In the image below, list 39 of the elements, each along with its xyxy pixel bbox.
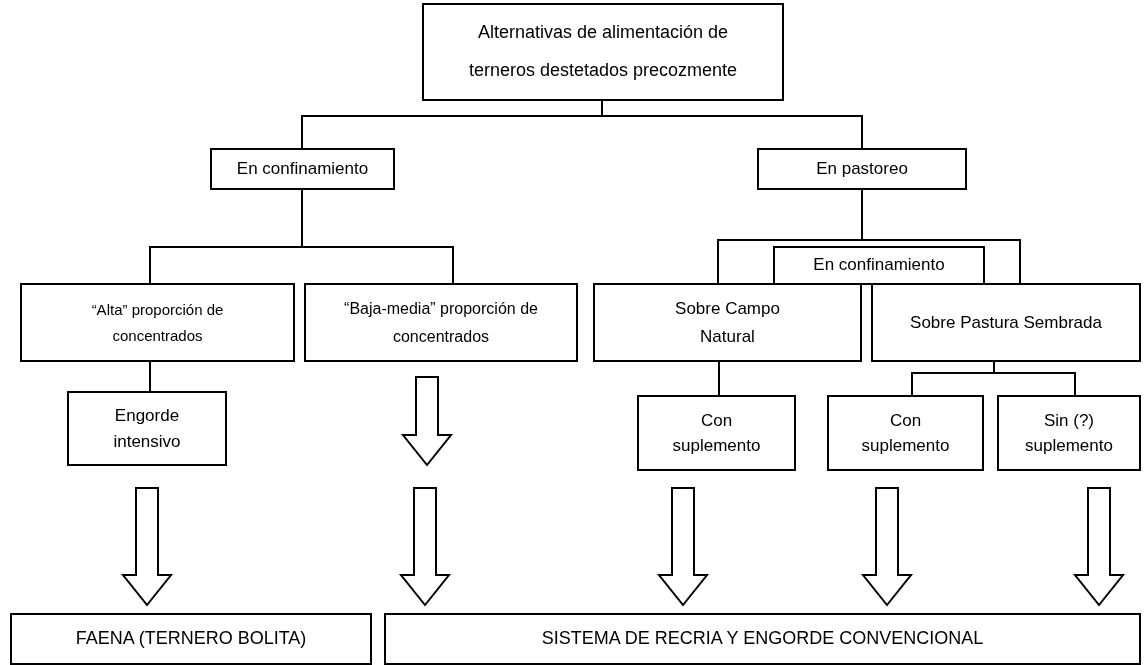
connector-line xyxy=(301,189,454,284)
text-box xyxy=(593,283,862,362)
text-box xyxy=(997,395,1141,471)
node-label: FAENA (TERNERO BOLITA) xyxy=(74,627,308,651)
node-label: En confinamiento xyxy=(235,157,370,180)
text-box xyxy=(384,613,1141,665)
text-box xyxy=(304,283,578,362)
node-label: En pastoreo xyxy=(815,157,909,180)
connector-line xyxy=(601,100,863,149)
node-label: En confinamiento xyxy=(812,254,946,277)
block-arrow xyxy=(400,376,454,467)
node-label: “Alta” proporción de concentrados xyxy=(90,300,225,346)
text-box xyxy=(827,395,984,471)
text-box xyxy=(871,283,1141,362)
node-label: Con suplemento xyxy=(860,409,951,457)
text-box xyxy=(67,391,227,466)
connector-line xyxy=(718,361,720,396)
node-label: SISTEMA DE RECRIA Y ENGORDE CONVENCIONAL xyxy=(540,627,985,651)
node-label: Sobre Campo Natural xyxy=(674,298,781,348)
node-label: Alternativas de alimentación de terneros destetados precozmente xyxy=(467,21,739,82)
text-box xyxy=(422,3,784,101)
node-label: Sin (?) suplemento xyxy=(1024,409,1114,457)
block-arrow xyxy=(1072,487,1126,607)
text-box xyxy=(210,148,395,190)
text-box xyxy=(757,148,967,190)
block-arrow xyxy=(860,487,914,607)
text-box xyxy=(773,246,985,285)
connector-line xyxy=(149,361,151,392)
text-box xyxy=(20,283,295,362)
node-label: Engorde intensivo xyxy=(112,405,182,453)
block-arrow xyxy=(120,487,174,607)
text-box xyxy=(637,395,796,471)
node-label: Con suplemento xyxy=(671,409,762,457)
connector-line xyxy=(993,361,1076,396)
block-arrow xyxy=(398,487,452,607)
node-label: Sobre Pastura Sembrada xyxy=(909,311,1103,334)
node-label: “Baja-media” proporción de concentrados xyxy=(343,299,539,347)
block-arrow xyxy=(656,487,710,607)
text-box xyxy=(10,613,372,665)
